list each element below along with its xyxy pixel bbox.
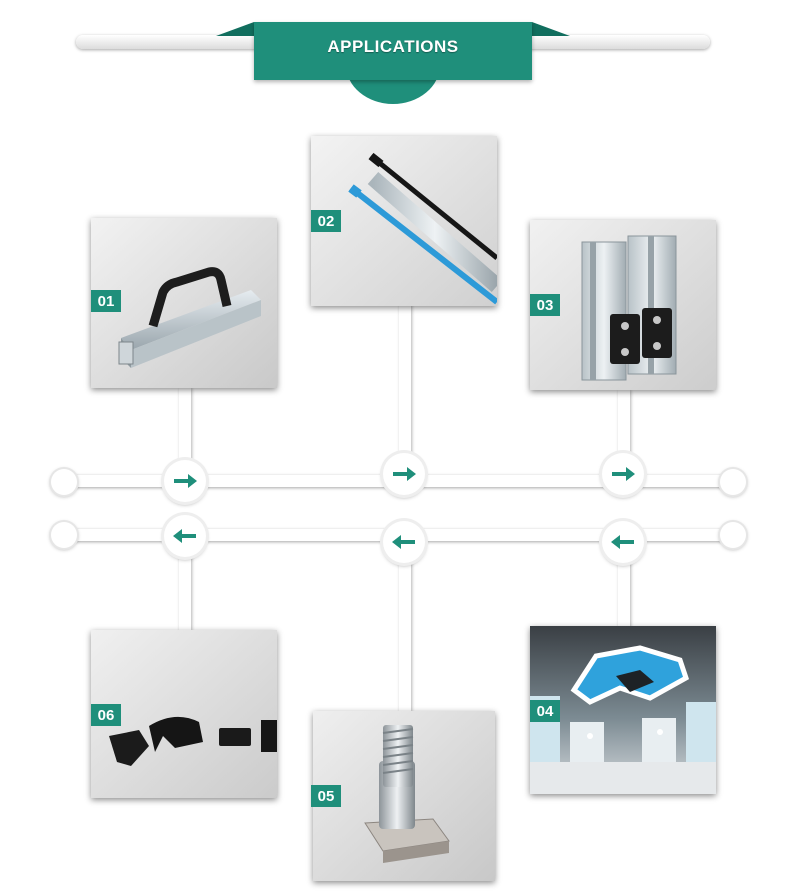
connector-01 <box>179 388 191 482</box>
slot-cover-strips-image <box>311 136 497 306</box>
arrow-right-icon <box>612 467 635 481</box>
page-title: APPLICATIONS <box>327 37 459 56</box>
item-tag-05: 05 <box>311 785 341 807</box>
arrow-right-icon <box>174 474 197 488</box>
application-card-06 <box>91 630 277 798</box>
t-bolt-hammer-nut-image <box>313 711 495 881</box>
black-end-caps-image <box>91 630 277 798</box>
item-tag-01: 01 <box>91 290 121 312</box>
header-ribbon-left <box>216 22 254 36</box>
timeline-node <box>164 515 206 557</box>
application-card-01 <box>91 218 277 388</box>
timeline-bottom-end <box>720 522 746 548</box>
header-tab <box>254 22 532 80</box>
timeline-node <box>383 453 425 495</box>
item-tag-03: 03 <box>530 294 560 316</box>
arrow-left-icon <box>173 529 196 543</box>
header-ribbon-right <box>532 22 570 36</box>
exhibition-hall-ceiling-image <box>530 626 716 794</box>
application-card-04 <box>530 626 716 794</box>
aluminum-profile-with-handle-image <box>91 218 277 388</box>
application-card-02 <box>311 136 497 306</box>
connector-05 <box>399 540 411 712</box>
connector-02 <box>399 305 411 475</box>
application-card-05 <box>313 711 495 881</box>
timeline-node <box>602 453 644 495</box>
timeline-node <box>383 521 425 563</box>
profiles-with-hinge-image <box>530 220 716 390</box>
arrow-left-icon <box>392 535 415 549</box>
item-tag-02: 02 <box>311 210 341 232</box>
timeline-top-end <box>720 469 746 495</box>
arrow-left-icon <box>611 535 634 549</box>
item-tag-04: 04 <box>530 700 560 722</box>
timeline-node <box>602 521 644 563</box>
timeline-top-start <box>51 469 77 495</box>
timeline-node <box>164 460 206 502</box>
application-card-03 <box>530 220 716 390</box>
item-tag-06: 06 <box>91 704 121 726</box>
connector-06 <box>179 535 191 631</box>
timeline-bottom-start <box>51 522 77 548</box>
arrow-right-icon <box>393 467 416 481</box>
